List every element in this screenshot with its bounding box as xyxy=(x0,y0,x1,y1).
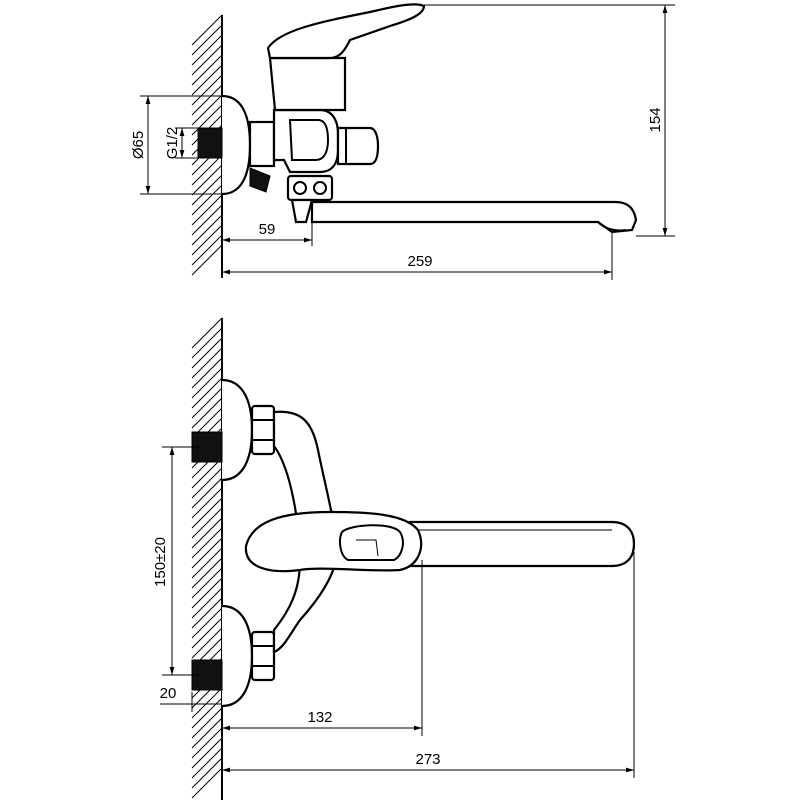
dimension-132: 132 xyxy=(222,560,423,736)
hatch-line xyxy=(191,457,223,489)
dim-total-height: 154 xyxy=(647,107,664,132)
dimension-59: 59 xyxy=(222,221,313,246)
hatch-line xyxy=(191,617,223,649)
hatch-line xyxy=(191,34,223,66)
hatch-line xyxy=(191,497,223,529)
hatch-line xyxy=(191,687,223,719)
dim-flange-diameter: Ø65 xyxy=(130,131,147,159)
hatch-line xyxy=(191,557,223,589)
hatch-line xyxy=(191,357,223,389)
hatch-line xyxy=(191,767,223,799)
hatch-line xyxy=(191,327,223,359)
dimension-259: 259 xyxy=(222,232,613,280)
wall-flange-top xyxy=(221,94,252,196)
spout-top xyxy=(310,200,638,234)
hatch-line xyxy=(191,737,223,769)
hatch-line xyxy=(191,24,223,56)
dimension-thread: G1/2 xyxy=(164,127,200,160)
hatch-line xyxy=(191,204,223,236)
lever-handle-top xyxy=(266,3,426,60)
upper-flange xyxy=(221,378,254,482)
lower-flange xyxy=(221,604,254,708)
hatch-line xyxy=(191,597,223,629)
hatch-line xyxy=(191,164,223,196)
hatch-line xyxy=(191,757,223,789)
hatch-line xyxy=(191,244,223,276)
hatch-line xyxy=(191,587,223,619)
dim-spout-reach-front: 273 xyxy=(415,751,440,768)
hatch-line xyxy=(191,317,223,349)
hatch-line xyxy=(191,607,223,639)
dim-spout-reach-top: 259 xyxy=(407,253,432,270)
hatch-line xyxy=(191,54,223,86)
dim-offset: 59 xyxy=(259,221,276,238)
hatch-line xyxy=(191,84,223,116)
hatch-line xyxy=(191,387,223,419)
hatch-line xyxy=(191,707,223,739)
hatch-line xyxy=(191,527,223,559)
hatch-line xyxy=(191,487,223,519)
upper-connector xyxy=(250,404,276,456)
hatch-line xyxy=(191,627,223,659)
connector-top xyxy=(248,120,276,168)
dimension-273: 273 xyxy=(222,552,635,778)
lower-connector xyxy=(250,630,276,682)
dim-handle-reach: 132 xyxy=(307,709,332,726)
connector-nut-top xyxy=(249,167,271,193)
hatch-line xyxy=(191,577,223,609)
hatch-line xyxy=(191,234,223,266)
hatch-line xyxy=(191,367,223,399)
dim-thread-depth: 20 xyxy=(160,685,177,702)
hatch-line xyxy=(191,184,223,216)
diverter-knob-top xyxy=(336,126,380,166)
dimension-thread-depth: 20 xyxy=(160,685,223,712)
lever-opening xyxy=(339,524,404,561)
hatch-line xyxy=(191,567,223,599)
threaded-pipe-top xyxy=(197,127,223,159)
hatch-line xyxy=(191,747,223,779)
hatch-line xyxy=(191,467,223,499)
hatch-line xyxy=(191,104,223,136)
dim-center-distance: 150±20 xyxy=(152,537,169,587)
dimension-154: 154 xyxy=(424,4,675,237)
hatch-line xyxy=(191,727,223,759)
hatch-line xyxy=(191,697,223,729)
hatch-line xyxy=(191,477,223,509)
hatch-line xyxy=(191,717,223,749)
cartridge-top xyxy=(268,56,347,112)
front-view: 150±20 20 132 273 xyxy=(152,317,636,800)
hatch-line xyxy=(191,377,223,409)
hatch-line xyxy=(191,214,223,246)
hatch-line xyxy=(191,537,223,569)
upper-threaded-pipe xyxy=(191,431,223,463)
top-view: 154 Ø65 G1/2 59 259 xyxy=(130,3,675,280)
hatch-line xyxy=(191,547,223,579)
wall-hatching-front xyxy=(191,317,223,800)
hatch-line xyxy=(191,194,223,226)
lever-handle-front xyxy=(244,510,423,573)
hatch-line xyxy=(191,517,223,549)
dimension-center-distance: 150±20 xyxy=(152,446,200,676)
hatch-line xyxy=(191,397,223,429)
hatch-line xyxy=(191,44,223,76)
spout-front xyxy=(408,520,636,568)
hatch-line xyxy=(191,174,223,206)
hatch-line xyxy=(191,14,223,46)
dimension-flange-diameter: Ø65 xyxy=(130,95,225,195)
hatch-line xyxy=(191,347,223,379)
dim-thread: G1/2 xyxy=(164,127,181,160)
hatch-line xyxy=(191,154,223,186)
hatch-line xyxy=(191,224,223,256)
hatch-line xyxy=(191,64,223,96)
hatch-line xyxy=(191,507,223,539)
hatch-line xyxy=(191,337,223,369)
hatch-line xyxy=(191,94,223,126)
hatch-line xyxy=(191,74,223,106)
